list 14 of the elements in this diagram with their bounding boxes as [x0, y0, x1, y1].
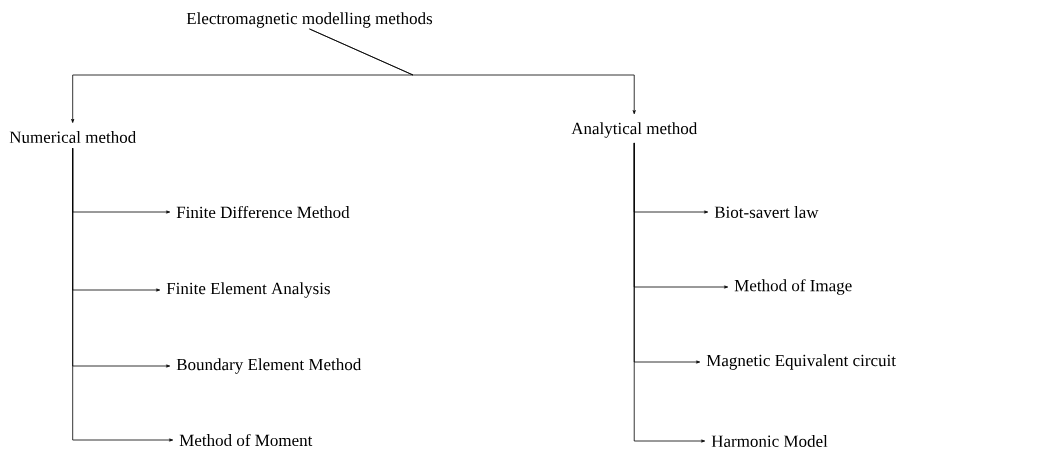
- method-label: Analytical method: [571, 122, 698, 138]
- method-label: Finite Element Analysis: [166, 282, 330, 298]
- method-label: Numerical method: [9, 131, 136, 143]
- method-label: Boundary Element Method: [176, 358, 362, 374]
- arrow: [309, 28, 636, 115]
- method-label: Finite Difference Method: [176, 205, 350, 219]
- method-label: Magnetic Equivalent circuit: [706, 354, 896, 370]
- arrow: [633, 142, 706, 443]
- method-label: Harmonic Model: [711, 435, 828, 447]
- title: Electromagnetic modelling methods: [186, 12, 433, 28]
- method-label: Biot-savert law: [714, 206, 819, 218]
- arrow: [72, 147, 174, 442]
- method-label: Method of Image: [734, 279, 852, 295]
- method-label: Method of Moment: [179, 433, 313, 447]
